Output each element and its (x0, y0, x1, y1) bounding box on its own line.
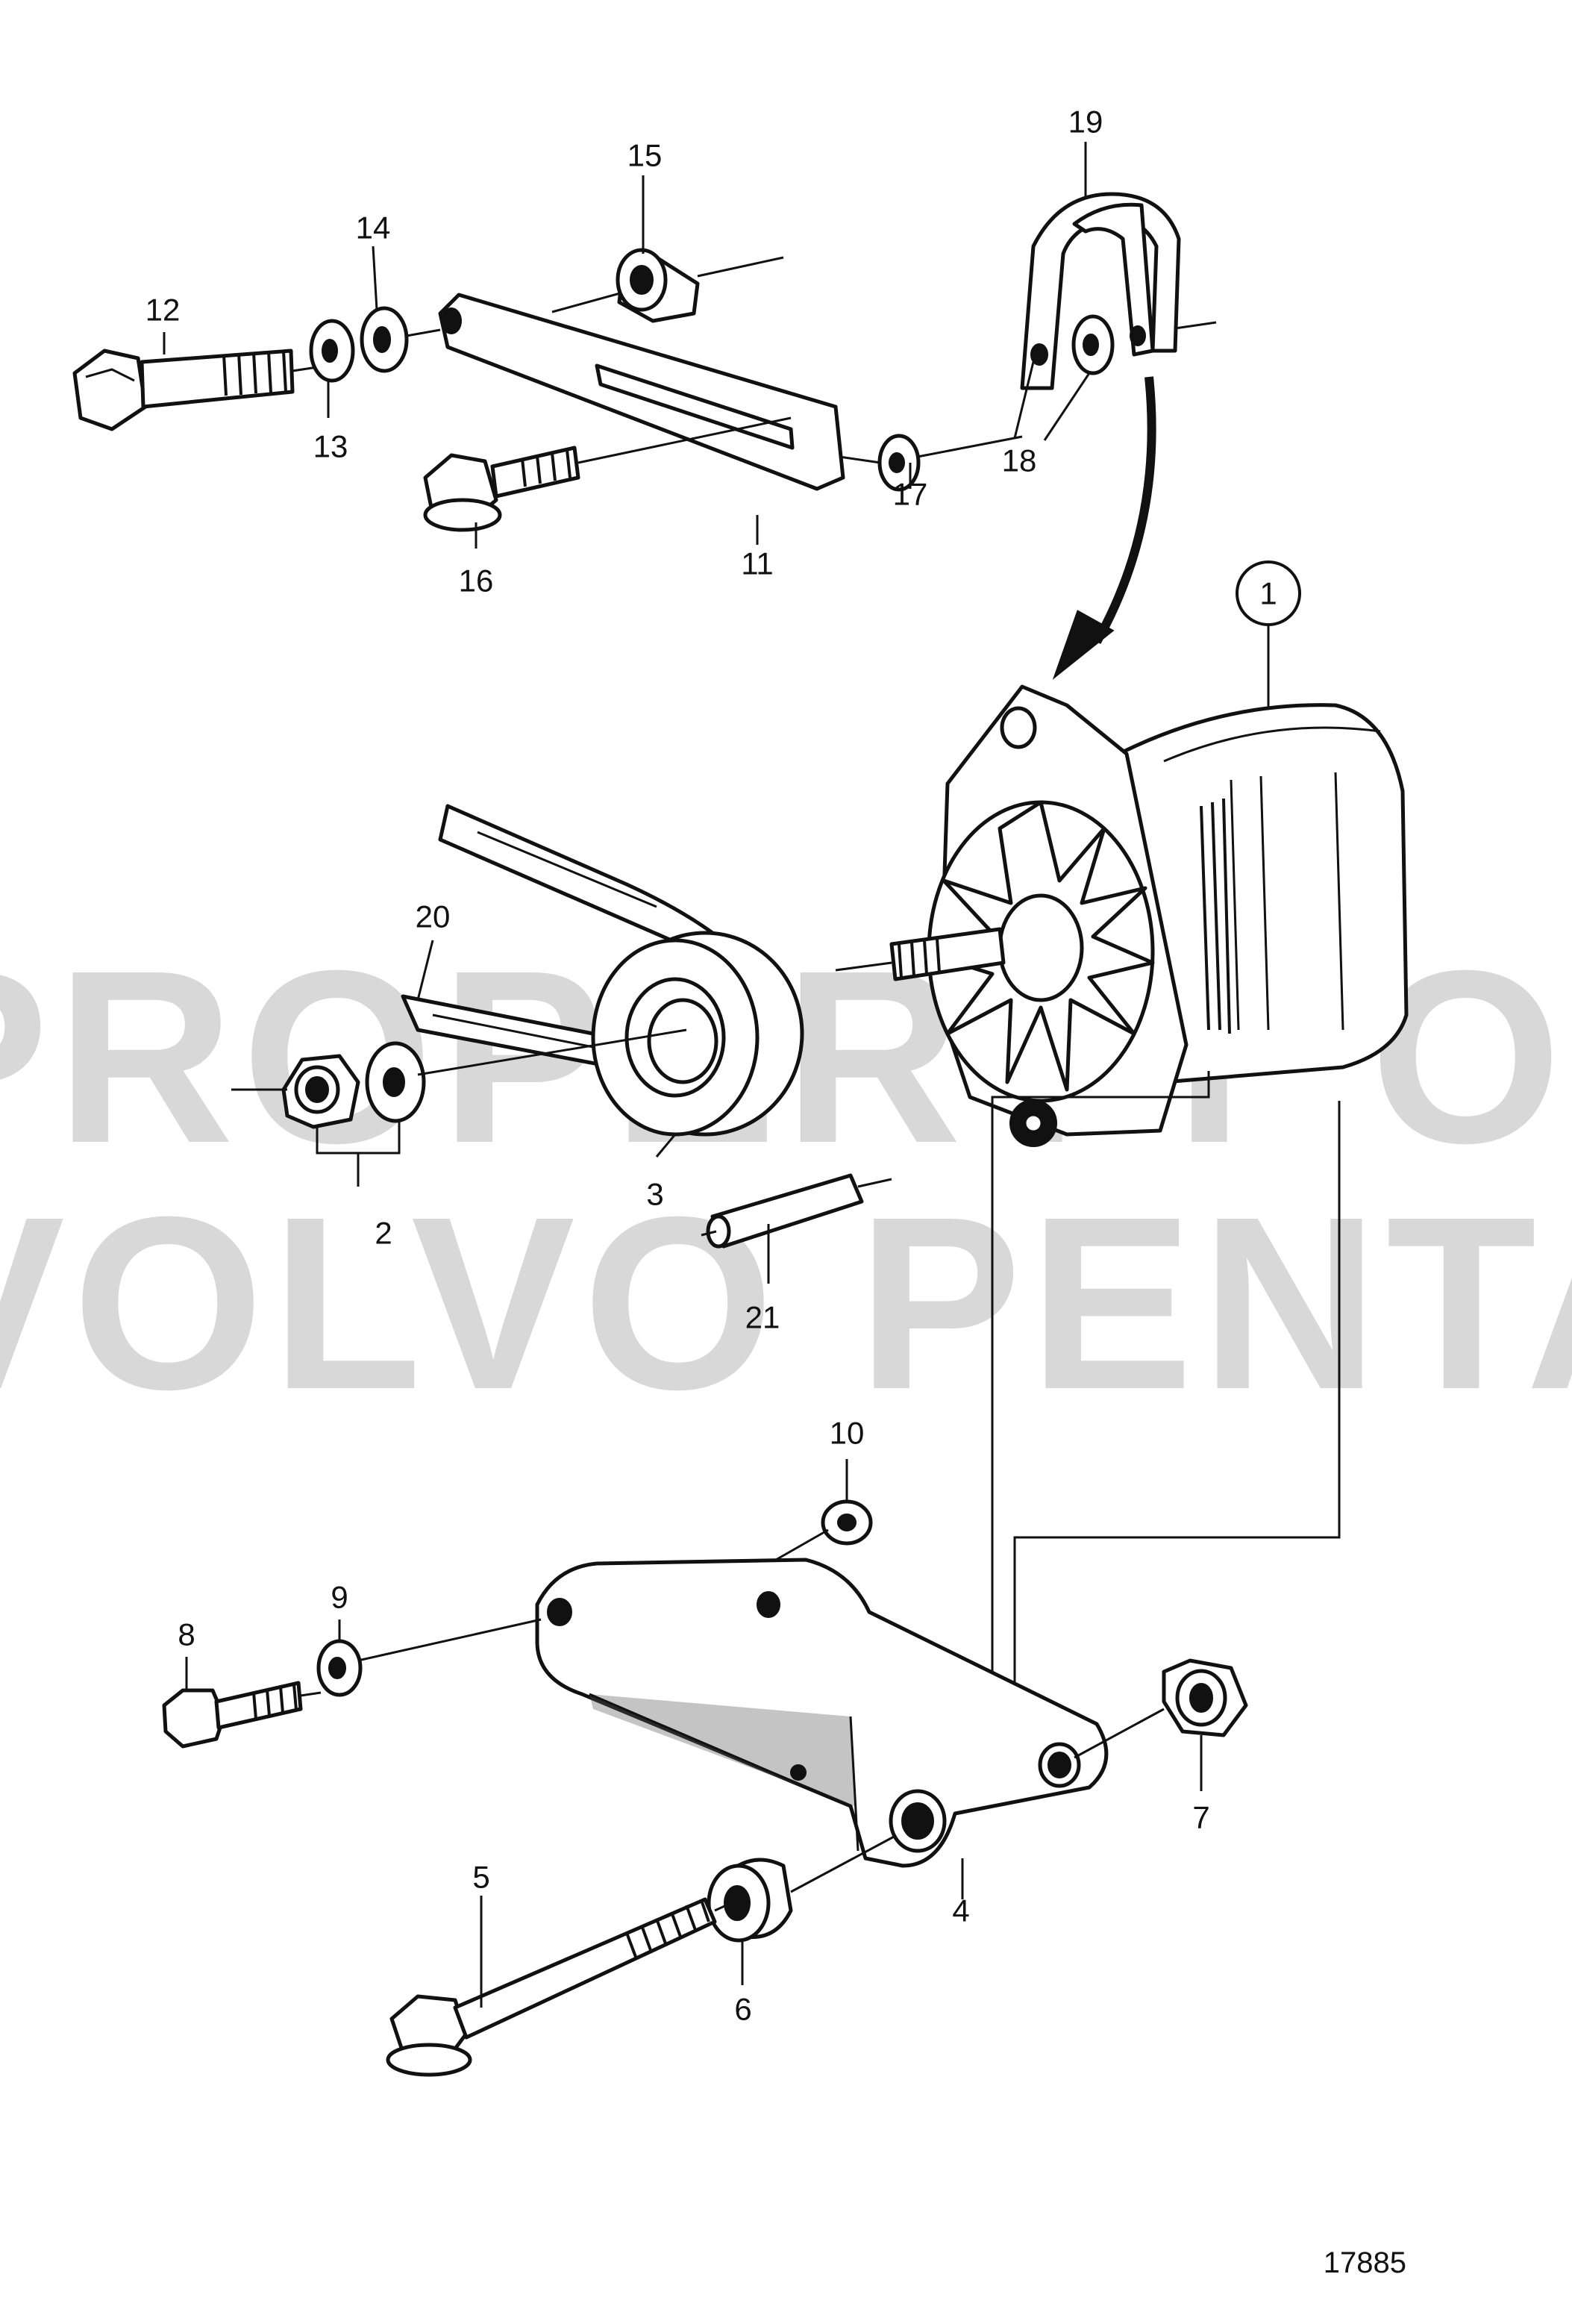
part-5-long-bolt (386, 1897, 732, 2077)
part-6-bushing (707, 1834, 896, 1943)
callout-7: 7 (1192, 1800, 1209, 1835)
part-16-flange-bolt (423, 416, 792, 532)
part-12-bolt (72, 349, 318, 431)
callout-3: 3 (646, 1177, 663, 1212)
figure-reference-number: 17885 (1324, 2246, 1406, 2279)
callout-5: 5 (472, 1860, 489, 1895)
part-9-washer (316, 1618, 542, 1697)
part-1-alternator (835, 684, 1409, 1806)
part-15-spacer (616, 248, 784, 323)
callout-numbers: 1 2 3 4 5 6 7 8 9 10 11 12 13 14 15 16 1… (145, 104, 1277, 2027)
assembly-arrow (1052, 376, 1156, 680)
callout-leaders (163, 142, 1270, 2008)
callout-11: 11 (741, 546, 774, 581)
part-7-nut (1074, 1658, 1248, 1759)
part-17-washer (839, 434, 1023, 492)
part-3-pulley (591, 931, 804, 1158)
part-10-washer (775, 1499, 873, 1561)
callout-15: 15 (627, 138, 663, 173)
callout-1: 1 (1259, 576, 1277, 611)
callout-13: 13 (313, 429, 348, 464)
callout-10: 10 (830, 1416, 865, 1451)
part-21-roll-pin (701, 1173, 892, 1284)
callout-18: 18 (1002, 443, 1037, 478)
part-2-washer (316, 1028, 687, 1187)
callout-1-circle (1236, 560, 1301, 626)
callout-21: 21 (745, 1300, 780, 1335)
part-11-slotted-bracket (438, 286, 845, 491)
part-18-washer (1071, 314, 1115, 375)
callout-4: 4 (952, 1893, 969, 1928)
part-13-washer (309, 319, 355, 383)
part-14-washer (360, 306, 441, 373)
part-2-nut (231, 1054, 360, 1129)
callout-16: 16 (459, 563, 494, 599)
part-8-bolt (162, 1681, 322, 1749)
callout-9: 9 (331, 1580, 348, 1615)
callout-14: 14 (356, 210, 391, 246)
callout-19: 19 (1068, 104, 1103, 140)
part-19-u-bracket (1013, 192, 1217, 439)
alternator-fan (927, 800, 1155, 1103)
callout-20: 20 (416, 899, 451, 934)
callout-6: 6 (734, 1992, 751, 2027)
callout-17: 17 (893, 477, 928, 512)
callout-2: 2 (375, 1216, 392, 1251)
callout-8: 8 (178, 1617, 195, 1652)
callout-12: 12 (145, 293, 181, 328)
part-4-lower-bracket (535, 1558, 1109, 1888)
